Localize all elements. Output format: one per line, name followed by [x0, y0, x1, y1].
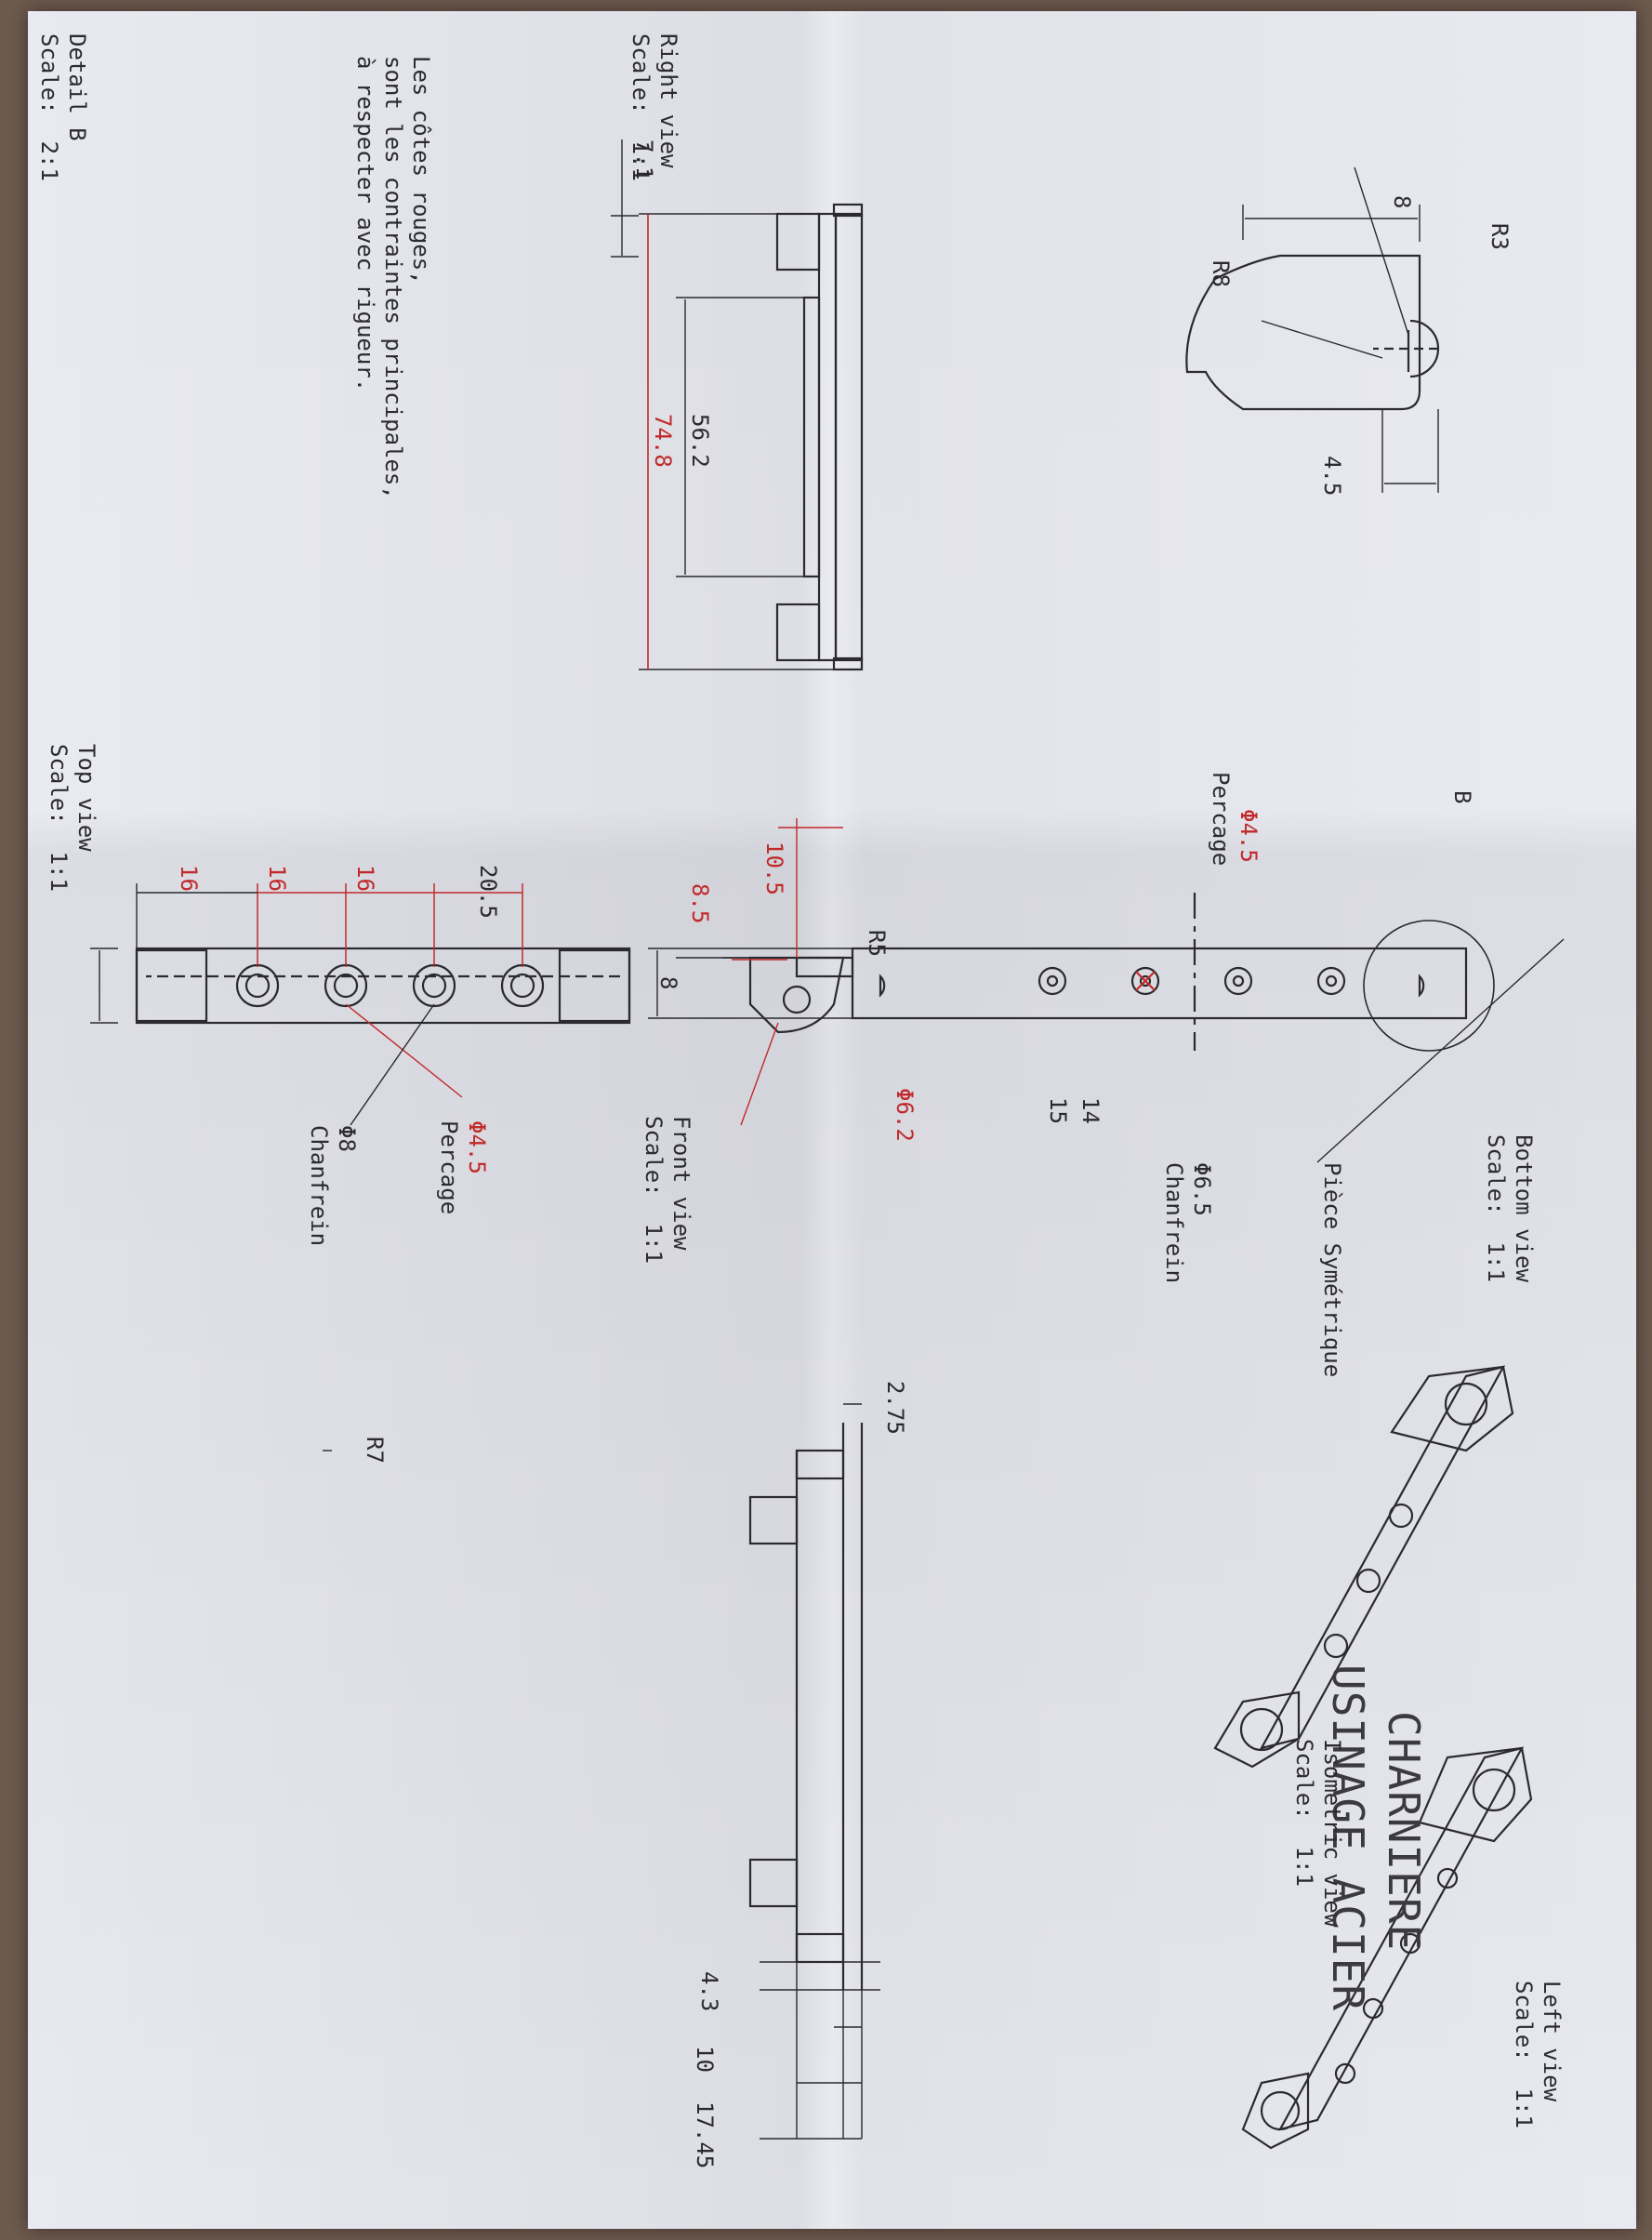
dim-phi-6-2: Φ6.2 — [892, 1088, 918, 1142]
dim-16-c: 16 — [352, 865, 378, 892]
left-view-scale: Scale: 1:1 — [1511, 1981, 1537, 2128]
dim-phi-4-5-bottom: Φ4.5 — [1236, 809, 1262, 863]
label-percage-top: Percage — [436, 1120, 462, 1215]
isometric-view-drawing — [323, 1365, 1533, 2150]
dim-r8: R8 — [1208, 260, 1234, 287]
label-percage-bottom: Percage — [1208, 772, 1234, 867]
right-view-drawing — [611, 139, 864, 671]
dim-7-1: 7.1 — [631, 139, 657, 180]
dim-16-b: 16 — [264, 865, 290, 892]
dim-10-5: 10.5 — [761, 842, 787, 895]
isometric-view-scale: Scale: 1:1 — [1291, 1739, 1317, 1887]
detail-b-title: Detail B — [64, 33, 90, 141]
isometric-view-title: Isometric view — [1319, 1739, 1345, 1928]
dim-r3: R3 — [1487, 223, 1513, 250]
bottom-view-scale: Scale: 1:1 — [1483, 1134, 1509, 1282]
dim-74-8: 74.8 — [650, 414, 676, 468]
note-line-3: à respecter avec rigueur. — [352, 56, 378, 392]
label-piece-symetrique: Pièce Symétrique — [1319, 1162, 1345, 1378]
bottom-view-title: Bottom view — [1511, 1134, 1537, 1282]
dim-20-5: 20.5 — [475, 865, 501, 919]
dim-phi-6-5: Φ6.5 — [1189, 1162, 1215, 1216]
detail-b-scale: Scale: 2:1 — [36, 33, 62, 181]
view-geometry — [90, 139, 1565, 2150]
title-line-1: CHARNIERE — [1379, 1711, 1429, 1952]
dim-10: 10 — [692, 2046, 718, 2073]
front-view-scale: Scale: 1:1 — [641, 1116, 667, 1264]
dim-phi-8: Φ8 — [334, 1125, 360, 1152]
front-view-title: Front view — [668, 1116, 694, 1251]
note-line-2: sont les contraintes principales, — [380, 56, 406, 499]
dim-8-top: 8 — [655, 976, 681, 990]
top-view-title: Top view — [73, 744, 99, 852]
dim-16-a: 16 — [176, 865, 202, 892]
dim-2-75: 2.75 — [882, 1381, 908, 1435]
detail-b-drawing — [1185, 166, 1440, 493]
front-view-drawing — [722, 818, 854, 1126]
label-b: B — [1449, 790, 1475, 804]
dim-phi-4-5-top: Φ4.5 — [464, 1120, 490, 1174]
dim-56-2: 56.2 — [687, 414, 713, 468]
dim-14: 14 — [1077, 1097, 1104, 1124]
top-view-drawing — [90, 883, 631, 1126]
dim-8-detail: 8 — [1389, 195, 1415, 209]
label-chanfrein-bottom: Chanfrein — [1161, 1162, 1187, 1284]
dim-4-5-detail: 4.5 — [1319, 456, 1345, 497]
note-line-1: Les côtes rouges, — [408, 56, 434, 285]
right-view-title: Right view — [655, 33, 681, 168]
dim-15: 15 — [1045, 1097, 1071, 1124]
left-view-title: Left view — [1539, 1981, 1565, 2102]
dim-r5: R5 — [864, 930, 890, 957]
dim-17-45: 17.45 — [692, 2101, 718, 2169]
top-view-holes — [235, 963, 545, 1008]
label-chanfrein-top: Chanfrein — [306, 1125, 332, 1247]
top-view-scale: Scale: 1:1 — [46, 744, 72, 892]
dim-4-3: 4.3 — [696, 1971, 722, 2012]
dim-8-5: 8.5 — [687, 883, 713, 924]
bottom-view-drawing — [648, 893, 1565, 1163]
dim-r7: R7 — [362, 1437, 388, 1464]
left-view-drawing — [748, 1403, 880, 2140]
drawing-sheet — [28, 11, 1636, 2229]
